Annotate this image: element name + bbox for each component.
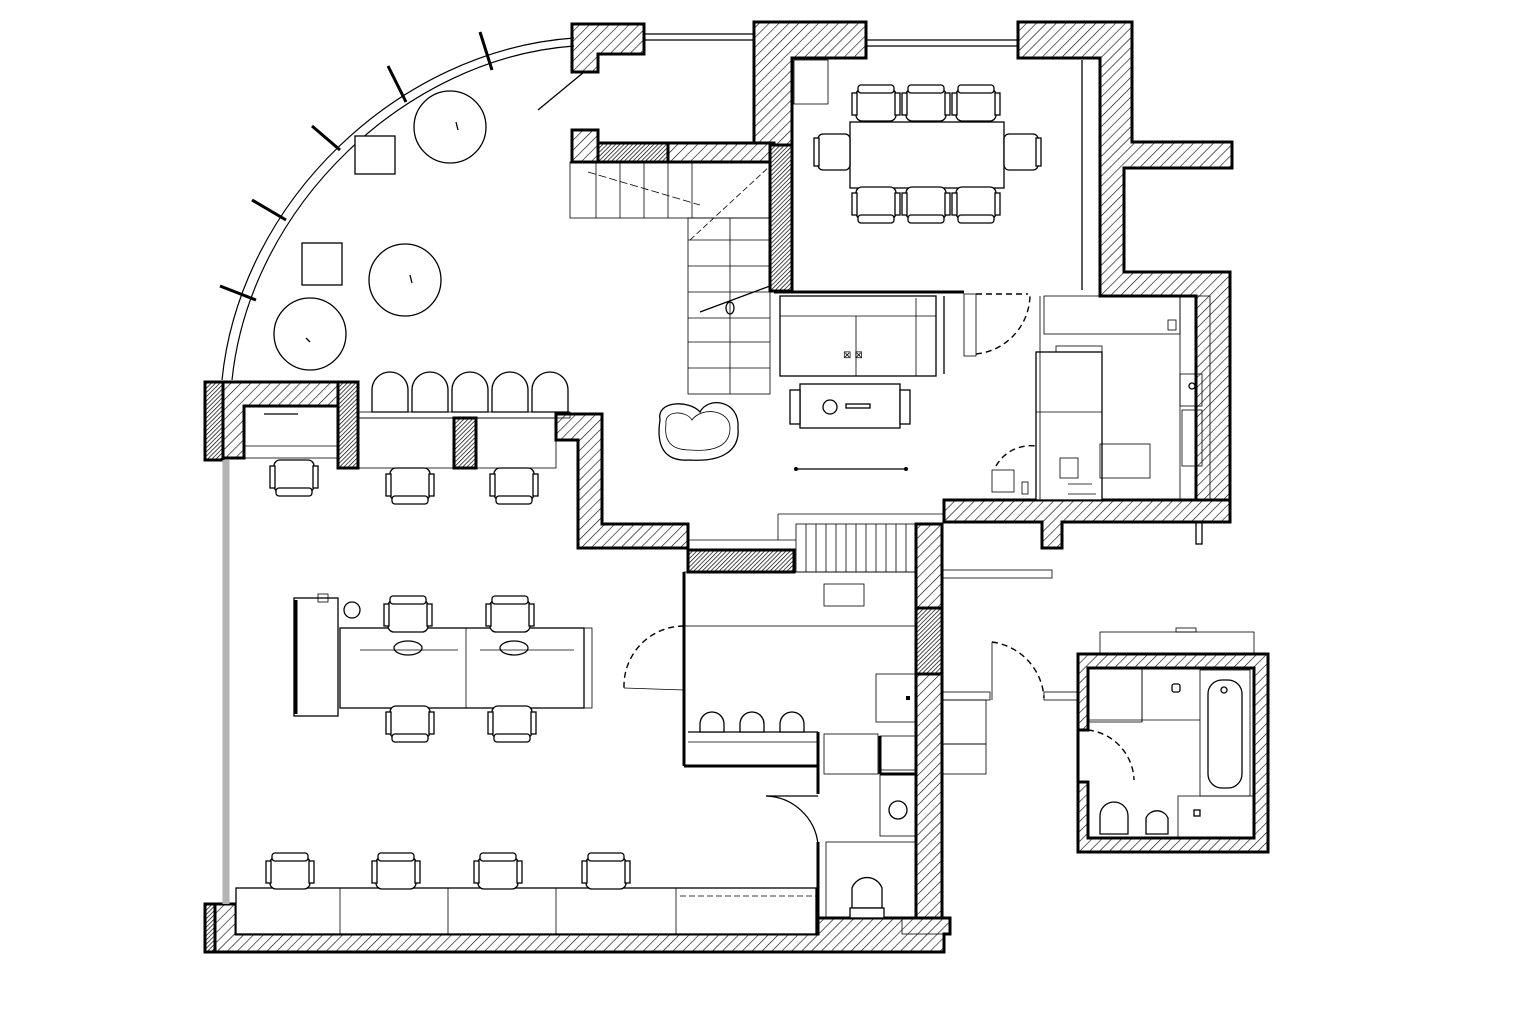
- wc: [765, 732, 951, 935]
- round-table-1: [413, 90, 487, 164]
- lounge-furniture: [273, 90, 487, 371]
- wall-kitchen-bottom: [942, 498, 1232, 550]
- wall-stair-dense: [596, 141, 670, 164]
- wall-center-stepped: [554, 412, 690, 550]
- round-table-2: [368, 243, 442, 317]
- square-stool-2: [301, 242, 343, 286]
- desk-row-bottom: [235, 852, 817, 935]
- desk-3: [475, 417, 557, 469]
- living-area: ⊠ ⊠: [658, 290, 1031, 471]
- wall-left-col: [336, 380, 360, 470]
- svg-text:⊠ ⊠: ⊠ ⊠: [843, 350, 863, 361]
- wall-stair-post: [570, 128, 600, 164]
- wall-corridor-dense: [914, 606, 944, 676]
- wall-corner-top: [570, 22, 646, 74]
- wall-left-dense: [203, 380, 225, 462]
- stair: [569, 161, 771, 395]
- desk-1: [243, 405, 339, 459]
- square-stool-1: [354, 135, 396, 175]
- cabinet: [793, 59, 829, 105]
- walls: [203, 20, 1270, 954]
- wall-corridor-top: [914, 522, 944, 610]
- counter-top: [1043, 295, 1181, 335]
- wall-stair-top: [666, 141, 776, 164]
- wall-corridor-bottom: [914, 672, 944, 920]
- sink: [1181, 409, 1203, 467]
- wall-mid-col: [452, 416, 478, 470]
- wall-stair-right: [768, 143, 794, 293]
- wall-left-top: [221, 380, 358, 460]
- meeting-table-area: [293, 593, 593, 743]
- bathroom: [1076, 627, 1255, 852]
- curved-glazing: [219, 31, 1018, 381]
- wall-dining-right: [1016, 20, 1234, 524]
- dining-room: [793, 59, 1083, 290]
- wall-hall-top: [686, 548, 796, 574]
- fridge: [1035, 351, 1103, 501]
- desk-2: [357, 417, 455, 469]
- dining-table: [849, 121, 1005, 189]
- cabinet-left: [293, 597, 339, 717]
- desk-area-top: [243, 371, 571, 505]
- hall: [623, 513, 1079, 775]
- stove: [1099, 443, 1151, 479]
- wall-stub: [1195, 521, 1203, 545]
- round-table-3: [273, 297, 347, 371]
- sofa: [779, 295, 937, 377]
- meeting-table: [339, 627, 585, 709]
- kitchen: [991, 295, 1211, 501]
- bathtub: [1207, 679, 1243, 789]
